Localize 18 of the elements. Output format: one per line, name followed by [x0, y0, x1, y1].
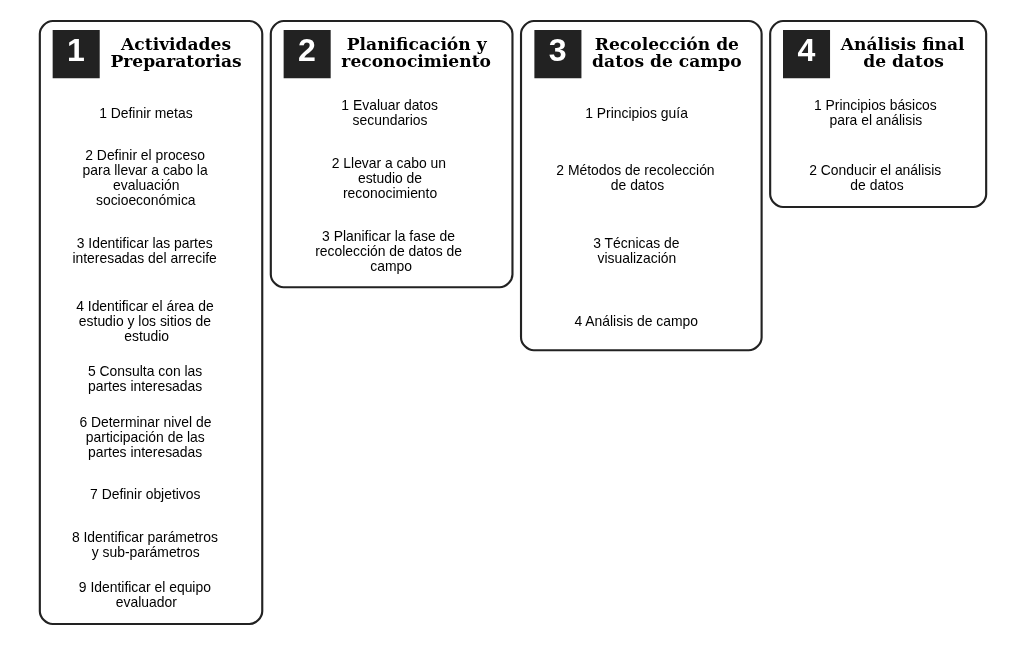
node-text: 2 Llevar a cabo un estudio de reconocimiento	[331, 154, 447, 201]
node-text: 4 Análisis de campo	[574, 313, 699, 330]
node-text: 1 Definir metas	[99, 104, 193, 121]
node-text: 2 Conducir el análisis de datos	[809, 162, 942, 194]
node-text: 2 Definir el proceso para llevar a cabo la evaluación socioeconómica	[82, 147, 208, 209]
node-text: 6 Determinar nivel de participación de las partes interesadas	[79, 413, 212, 460]
node-text: 7 Definir objetivos	[90, 486, 201, 503]
node-text: 1 Principios guía	[585, 104, 688, 121]
node-text: 2 Métodos de recolección de datos	[556, 162, 715, 194]
node-text: 4 Identificar el área de estudio y los sitios de estudio	[76, 298, 214, 345]
node-text: 5 Consulta con las partes interesadas	[87, 363, 203, 395]
node-text: 1 Evaluar datos secundarios	[341, 97, 438, 129]
node-text: 9 Identificar el equipo evaluador	[78, 579, 211, 611]
node-text: 8 Identificar parámetros y sub-parámetros	[71, 529, 218, 561]
node-text: 3 Identificar las partes interesadas del arrecife	[72, 235, 217, 267]
node-text: 3 Planificar la fase de recolección de datos de campo	[315, 227, 462, 274]
node-text: 1 Principios básicos para el análisis	[814, 97, 937, 129]
node-text: 3 Técnicas de visualización	[593, 235, 680, 267]
